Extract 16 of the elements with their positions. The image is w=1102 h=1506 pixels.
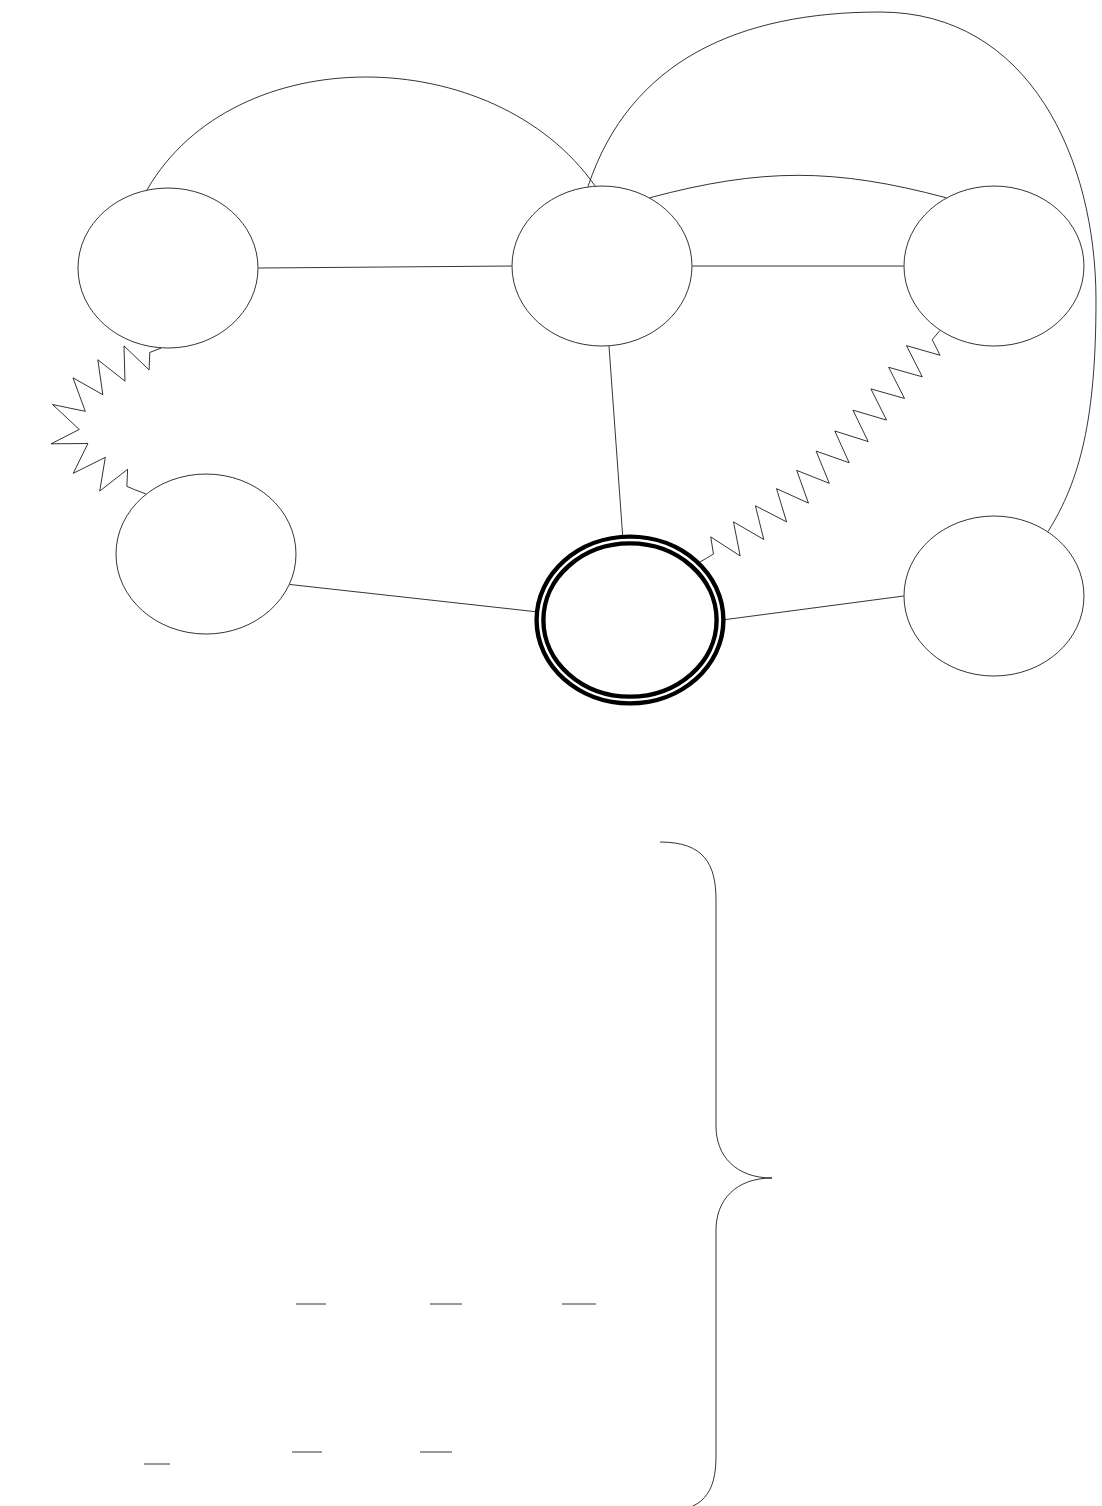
- connector-line: [696, 330, 941, 565]
- node-ellipse: [903, 515, 1085, 677]
- node-ellipse: [511, 185, 693, 347]
- connector-line: [587, 11, 1097, 532]
- node-ellipse: [534, 534, 726, 706]
- connector-line: [146, 76, 596, 191]
- connector-line: [721, 595, 904, 621]
- node-ellipse: [903, 185, 1085, 347]
- node-ellipse: [77, 187, 259, 349]
- node-ellipse: [115, 473, 297, 635]
- connector-line: [649, 174, 947, 199]
- connector-line: [692, 265, 904, 267]
- connector-line: [608, 345, 624, 539]
- connector-line: [258, 265, 512, 269]
- connector-line: [50, 345, 162, 495]
- connector-line: [289, 584, 539, 613]
